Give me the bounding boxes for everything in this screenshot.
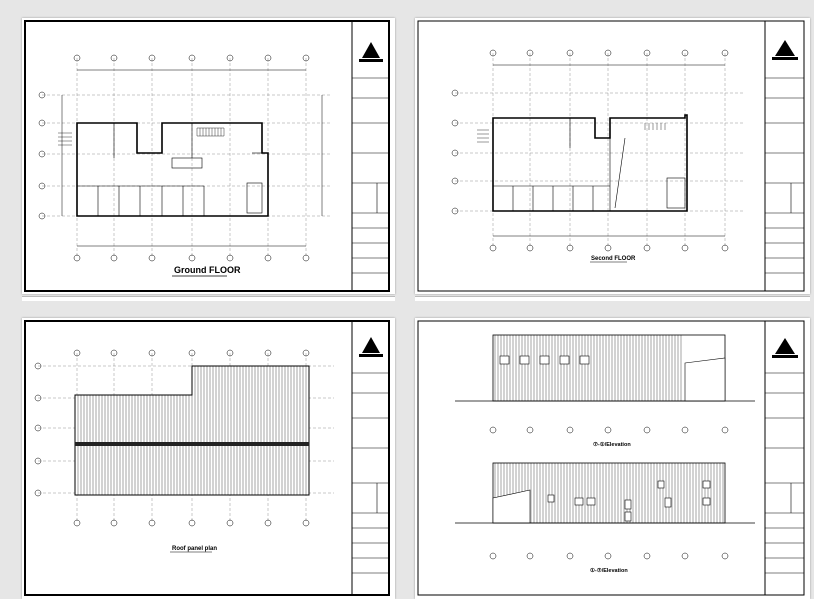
sheet-title-second: Second FLOOR (591, 256, 636, 262)
sheet-roof-plan[interactable]: Roof panel plan (22, 318, 395, 599)
title-block-logo (359, 42, 383, 62)
elevation-title-lower: ①-⑦/Elevation (590, 567, 628, 574)
sheet-title-roof: Roof panel plan (172, 546, 217, 552)
elevation-upper: ⑦-①/Elevation (455, 334, 755, 448)
sheet-ground-floor[interactable]: Ground FLOOR (22, 18, 395, 294)
sheet-title-ground: Ground FLOOR (174, 265, 241, 275)
ground-floor-drawing: Ground FLOOR (24, 20, 390, 292)
title-block-logo (772, 40, 798, 60)
elevation-title-upper: ⑦-①/Elevation (593, 441, 631, 448)
title-block-logo (359, 337, 383, 357)
sheet-second-floor[interactable]: Second FLOOR (415, 18, 810, 294)
title-block-logo (772, 338, 798, 358)
second-floor-drawing: Second FLOOR (417, 20, 805, 292)
elevation-lower: ①-⑦/Elevation (455, 462, 755, 574)
elevations-drawing: ⑦-①/Elevation ①-⑦/Elevation (417, 320, 805, 596)
roof-plan-drawing: Roof panel plan (24, 320, 390, 596)
roof-panels (74, 365, 310, 496)
sheet-elevations[interactable]: ⑦-①/Elevation ①-⑦/Elevation (415, 318, 810, 599)
